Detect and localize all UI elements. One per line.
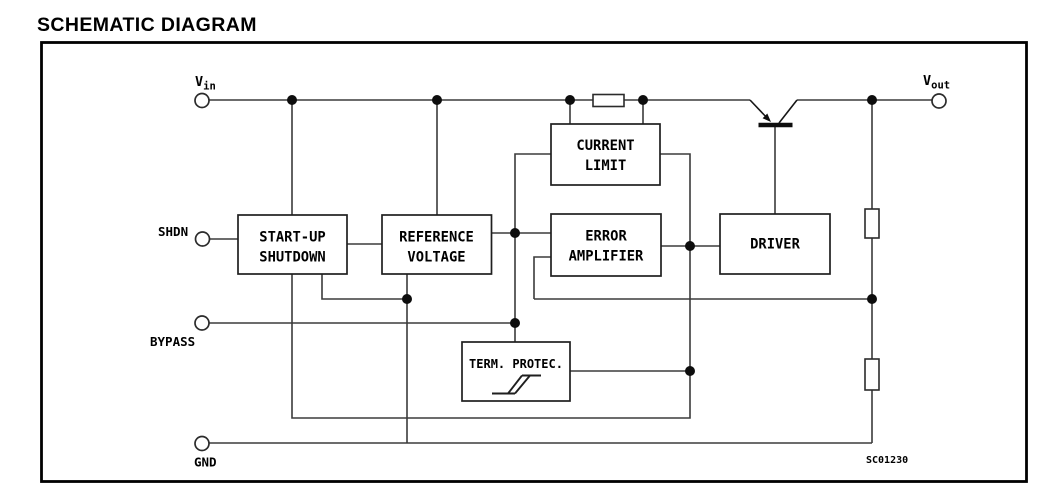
wire-feedback-input: [533, 256, 551, 299]
junction-dot: [402, 294, 412, 304]
junction-dot: [867, 95, 877, 105]
transistor-collector: [778, 99, 798, 124]
vin-label: Vin: [195, 74, 216, 93]
block-current-limit: CURRENT LIMIT: [550, 123, 661, 186]
block-error-amplifier: ERROR AMPLIFIER: [550, 213, 662, 277]
current-limit-label-1: CURRENT: [576, 138, 634, 154]
terminals-group: [194, 92, 947, 452]
gnd-label: GND: [194, 455, 217, 470]
junction-dot: [867, 294, 877, 304]
vin-label-sub: in: [203, 81, 216, 93]
block-reference-voltage: REFERENCE VOLTAGE: [381, 214, 493, 275]
error-amplifier-label-1: ERROR: [585, 229, 627, 245]
hysteresis-icon: [492, 374, 541, 395]
current-limit-box: [550, 123, 661, 186]
junction-dot: [510, 318, 520, 328]
junction-dot: [685, 241, 695, 251]
junction-dot: [565, 95, 575, 105]
vout-label: Vout: [923, 73, 950, 92]
divider-resistor-top: [864, 208, 880, 239]
vout-label-base: V: [923, 73, 931, 89]
shdn-terminal: [194, 231, 211, 247]
transistor-arrow: [762, 113, 771, 122]
junction-dot: [287, 95, 297, 105]
reference-voltage-label-2: VOLTAGE: [407, 250, 465, 266]
error-amplifier-label-2: AMPLIFIER: [569, 249, 644, 265]
shdn-label: SHDN: [158, 224, 188, 239]
wire-currentlimit-right-loop: [291, 153, 691, 419]
hysteresis-slant-right: [514, 374, 531, 395]
junction-dot: [432, 95, 442, 105]
diagram-border: [40, 41, 1028, 483]
page-title: SCHEMATIC DIAGRAM: [37, 14, 257, 36]
block-startup-shutdown: START-UP SHUTDOWN: [237, 214, 348, 275]
vout-terminal: [931, 93, 947, 109]
block-driver: DRIVER: [719, 213, 831, 275]
vin-label-base: V: [195, 74, 203, 90]
divider-resistor-bottom: [864, 358, 880, 391]
vin-terminal: [194, 92, 210, 109]
junction-dot: [638, 95, 648, 105]
junction-dot: [685, 366, 695, 376]
reference-voltage-label-1: REFERENCE: [399, 230, 474, 246]
hysteresis-slant-left: [507, 374, 523, 395]
vout-label-sub: out: [931, 80, 950, 92]
wire-startup-bottom-tap: [321, 274, 407, 300]
junction-dot: [510, 228, 520, 238]
sense-resistor: [592, 93, 625, 108]
driver-label: DRIVER: [750, 237, 801, 253]
startup-shutdown-label-2: SHUTDOWN: [259, 250, 325, 266]
reference-voltage-box: [381, 214, 493, 275]
thermal-protection-label: TERM. PROTEC.: [469, 357, 563, 371]
bypass-terminal: [194, 315, 210, 331]
driver-box: [719, 213, 831, 275]
figure-code: SC01230: [866, 455, 908, 466]
wire-currentlimit-to-termprotec: [514, 153, 551, 342]
pnp-transistor-icon: [749, 99, 798, 128]
gnd-terminal: [194, 435, 210, 452]
block-thermal-protection: TERM. PROTEC.: [461, 341, 571, 402]
bypass-label: BYPASS: [150, 334, 195, 349]
startup-shutdown-box: [237, 214, 348, 275]
junction-dots: [287, 95, 877, 376]
error-amplifier-box: [550, 213, 662, 277]
current-limit-label-2: LIMIT: [585, 158, 627, 174]
startup-shutdown-label-1: START-UP: [259, 230, 325, 246]
